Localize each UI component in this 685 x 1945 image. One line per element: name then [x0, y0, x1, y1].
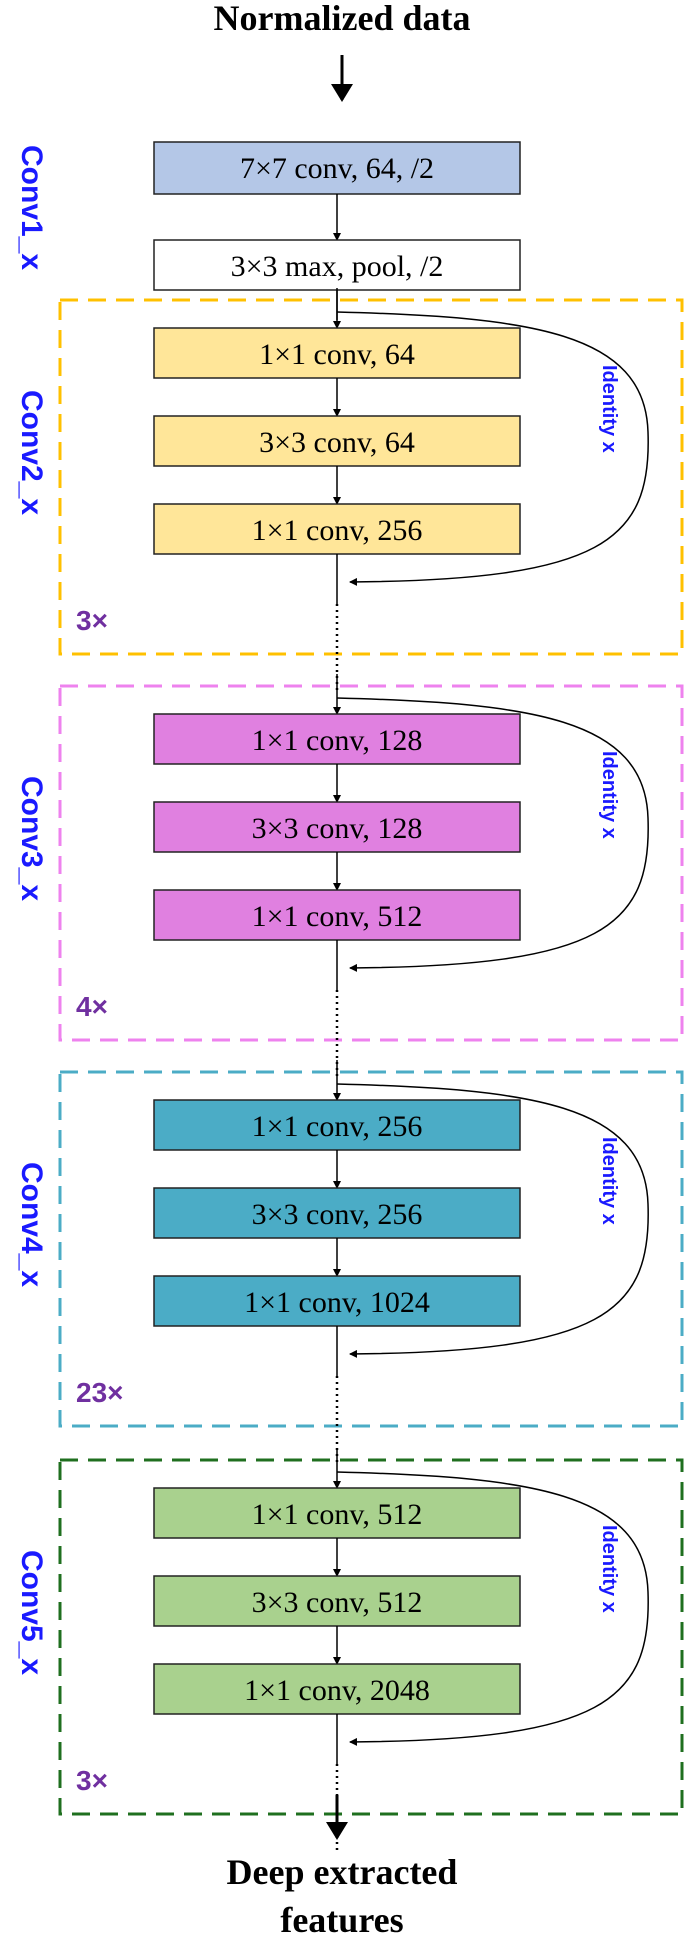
conv-block-label: 3×3 conv, 512 — [252, 1586, 423, 1619]
conv-block — [153, 327, 521, 379]
repeat-count: 4× — [76, 991, 108, 1022]
repeat-count: 3× — [76, 1765, 108, 1796]
stage-frame — [58, 1070, 684, 1428]
output-label-line2: features — [280, 1900, 403, 1940]
stage-group-conv3-x: Conv3_x 1×1 conv, 128 3×3 conv, 128 1×1 con… — [15, 674, 684, 1076]
conv-block — [153, 1187, 521, 1239]
stages-layer: Conv2_x 1×1 conv, 64 3×3 conv, 64 1×1 conv,… — [15, 288, 684, 1850]
conv-block — [153, 503, 521, 555]
stage-frame — [58, 1458, 684, 1816]
conv-block — [153, 1275, 521, 1327]
stem-pool-label: 3×3 max, pool, /2 — [231, 250, 444, 283]
identity-skip-connection — [336, 311, 649, 586]
repeat-count: 3× — [76, 605, 108, 636]
conv-block — [153, 889, 521, 941]
stage-group-conv2-x: Conv2_x 1×1 conv, 64 3×3 conv, 64 1×1 conv,… — [15, 288, 684, 690]
conv-block — [153, 1487, 521, 1539]
stage-group-conv5-x: Conv5_x 1×1 conv, 512 3×3 conv, 512 1×1 con… — [15, 1448, 684, 1850]
stage-name: Conv5_x — [15, 1550, 48, 1675]
identity-skip-connection — [336, 1471, 649, 1746]
conv-block-label: 3×3 conv, 256 — [252, 1198, 423, 1231]
stem-pool-block — [153, 239, 521, 291]
conv-block-label: 3×3 conv, 64 — [259, 426, 415, 459]
conv-block-label: 1×1 conv, 256 — [252, 1110, 423, 1143]
identity-skip-connection — [336, 1083, 649, 1358]
identity-label: Identity x — [598, 1525, 620, 1613]
stage-name: Conv4_x — [15, 1162, 48, 1287]
conv-block — [153, 1575, 521, 1627]
stage-frame — [58, 684, 684, 1042]
conv-block — [153, 801, 521, 853]
identity-skip-connection — [336, 697, 649, 972]
conv-block — [153, 713, 521, 765]
conv-block — [153, 415, 521, 467]
conv-block-label: 1×1 conv, 256 — [252, 514, 423, 547]
stage-name: Conv3_x — [15, 776, 48, 901]
stage-name: Conv2_x — [15, 390, 48, 515]
conv-block-label: 1×1 conv, 128 — [252, 724, 423, 757]
conv-block-label: 1×1 conv, 2048 — [244, 1674, 430, 1707]
conv-block — [153, 1663, 521, 1715]
stage-name-conv1: Conv1_x — [15, 145, 48, 270]
conv-block-label: 1×1 conv, 1024 — [244, 1286, 430, 1319]
conv-block-label: 1×1 conv, 64 — [259, 338, 415, 371]
conv-block-label: 3×3 conv, 128 — [252, 812, 423, 845]
output-label-line1: Deep extracted — [227, 1852, 458, 1892]
stem-conv-label: 7×7 conv, 64, /2 — [240, 152, 434, 185]
conv-block — [153, 1099, 521, 1151]
repeat-count: 23× — [76, 1377, 124, 1408]
stage-frame — [58, 298, 684, 656]
input-label: Normalized data — [214, 0, 471, 38]
identity-label: Identity x — [598, 751, 620, 839]
conv-block-label: 1×1 conv, 512 — [252, 900, 423, 933]
conv-block-label: 1×1 conv, 512 — [252, 1498, 423, 1531]
identity-label: Identity x — [598, 1137, 620, 1225]
identity-label: Identity x — [598, 365, 620, 453]
stage-group-conv4-x: Conv4_x 1×1 conv, 256 3×3 conv, 256 1×1 con… — [15, 1060, 684, 1462]
